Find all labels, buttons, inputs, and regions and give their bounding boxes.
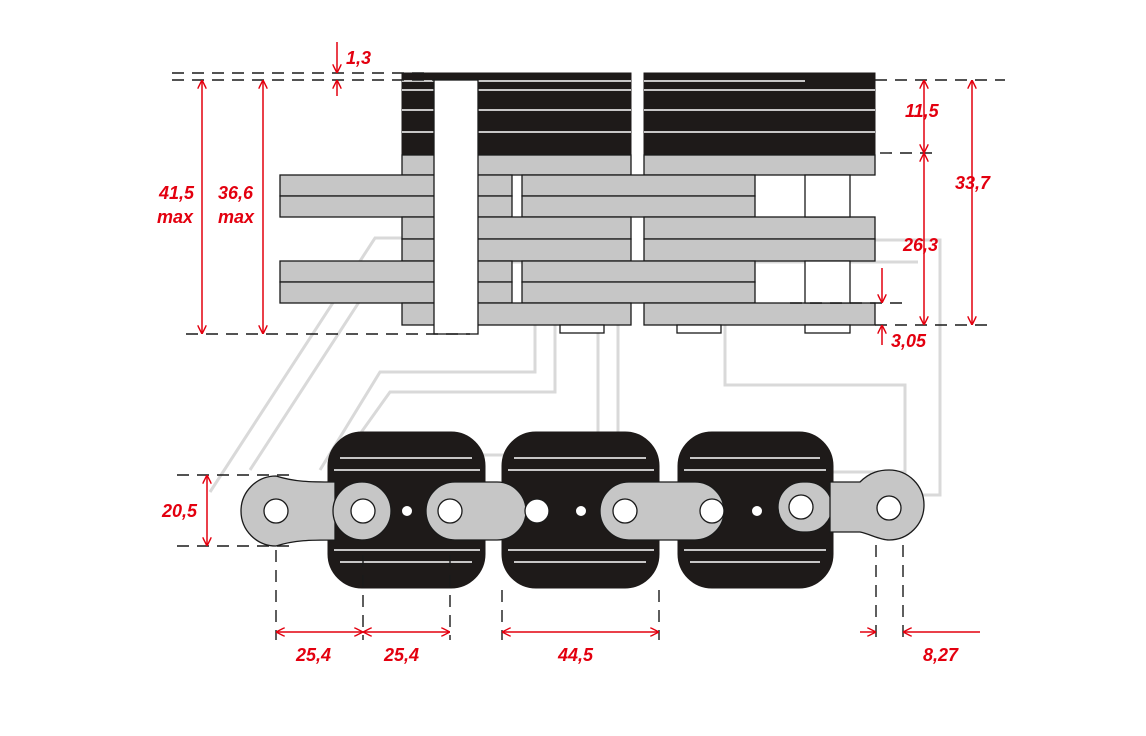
dim-label-25-4-second: 25,4 xyxy=(383,645,419,665)
dim-label-1-3: 1,3 xyxy=(346,48,371,68)
chain-bottom-view xyxy=(240,431,925,589)
dim-label-33-7: 33,7 xyxy=(955,173,991,193)
dim-label-3-05: 3,05 xyxy=(891,331,927,351)
dim-label-36-6-max: max xyxy=(218,207,255,227)
dim-label-8-27: 8,27 xyxy=(923,645,959,665)
dim-label-41-5-max: max xyxy=(157,207,194,227)
dim-label-20-5: 20,5 xyxy=(161,501,198,521)
dim-label-26-3: 26,3 xyxy=(902,235,938,255)
dim-label-44-5: 44,5 xyxy=(557,645,594,665)
dim-label-11-5: 11,5 xyxy=(905,101,940,121)
chain-pin xyxy=(433,79,479,335)
dim-label-41-5: 41,5 xyxy=(158,183,195,203)
dark-plates-right xyxy=(643,72,876,156)
chain-top-view xyxy=(279,72,876,335)
dim-label-36-6: 36,6 xyxy=(218,183,254,203)
dim-label-25-4-first: 25,4 xyxy=(295,645,331,665)
